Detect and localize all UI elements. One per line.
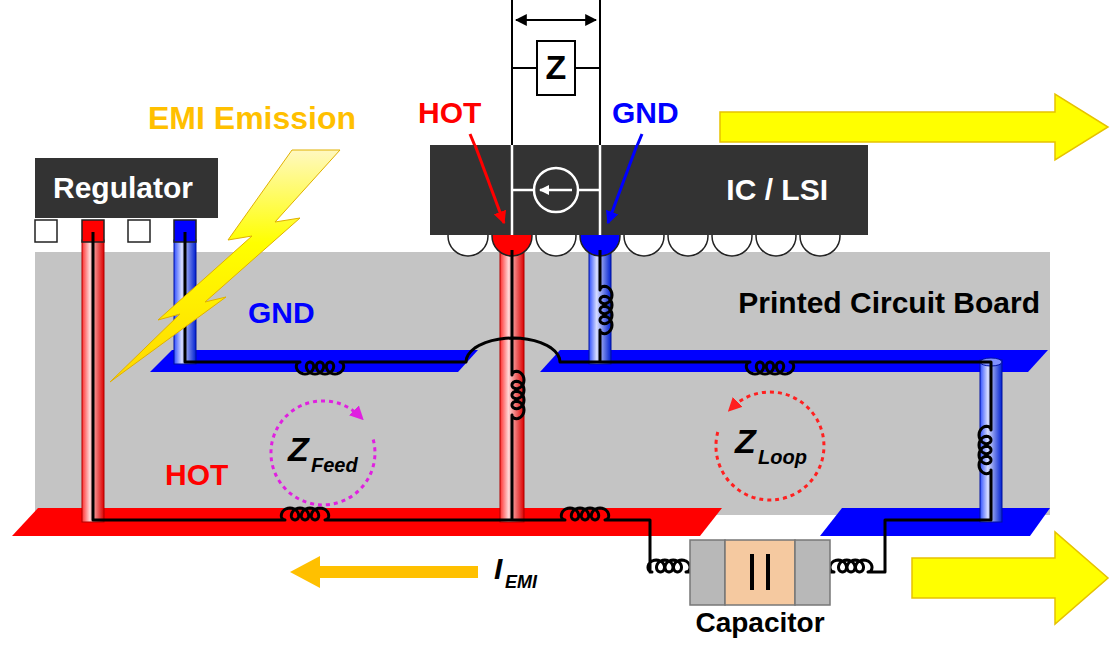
current-symbol: I: [494, 552, 502, 587]
trace-wire: [512, 250, 524, 520]
regulator-pin: [128, 220, 150, 242]
symbol-subscript: EMI: [505, 572, 537, 593]
pin-name: HOT: [418, 96, 481, 131]
impedance-symbol: Z: [288, 430, 309, 469]
gnd-plane: [820, 508, 1050, 536]
trace-wires: [93, 232, 991, 572]
ic-package: IC / LSI: [430, 145, 868, 235]
trace-wire: [185, 232, 991, 572]
capacitor-body: [725, 540, 795, 605]
pin-name: GND: [612, 96, 679, 131]
impedance-box: Z: [536, 40, 576, 96]
symbol-subscript: Loop: [758, 446, 807, 469]
internal-wire: [578, 189, 600, 192]
capacitor-plate: [766, 554, 770, 590]
emi-current-arrow: [290, 556, 478, 588]
gnd-via: [589, 250, 611, 364]
connector-line: [576, 68, 600, 145]
hot-via: [500, 250, 524, 522]
current-loop: [716, 392, 824, 500]
emission-label: EMI Emission: [148, 100, 356, 137]
capacitor-plate: [750, 554, 754, 590]
symbol-subscript: Feed: [311, 454, 358, 477]
source-circle: [534, 168, 578, 212]
source-arrow: [540, 189, 572, 192]
connector-line: [512, 68, 536, 145]
regulator-chip: Regulator: [35, 158, 218, 218]
regulator-pin: [35, 220, 57, 242]
probe-wire: [599, 0, 601, 68]
flow-arrow: [912, 532, 1108, 624]
pointer-line: [608, 145, 637, 223]
node-text: Printed Circuit Board: [738, 286, 1040, 321]
trace-wire: [600, 250, 612, 362]
net-name: HOT: [165, 458, 228, 493]
node-text: Regulator: [53, 171, 193, 206]
internal-wire: [512, 189, 534, 192]
width-arrow: [516, 19, 596, 21]
capacitor-part: Capacitor: [690, 540, 830, 605]
probe-wire: [511, 0, 513, 68]
net-name: GND: [248, 296, 315, 331]
trace-wire: [93, 232, 752, 572]
capacitor-terminal: [690, 540, 725, 605]
capacitor-terminal: [795, 540, 830, 605]
pointer-line: [475, 145, 504, 223]
impedance-symbol: Z: [735, 422, 756, 461]
hot-plane: [12, 508, 722, 536]
node-text: IC / LSI: [726, 173, 828, 208]
node-text: Z: [546, 48, 567, 87]
node-text: Capacitor: [695, 607, 824, 639]
feed-loop: [271, 401, 375, 505]
